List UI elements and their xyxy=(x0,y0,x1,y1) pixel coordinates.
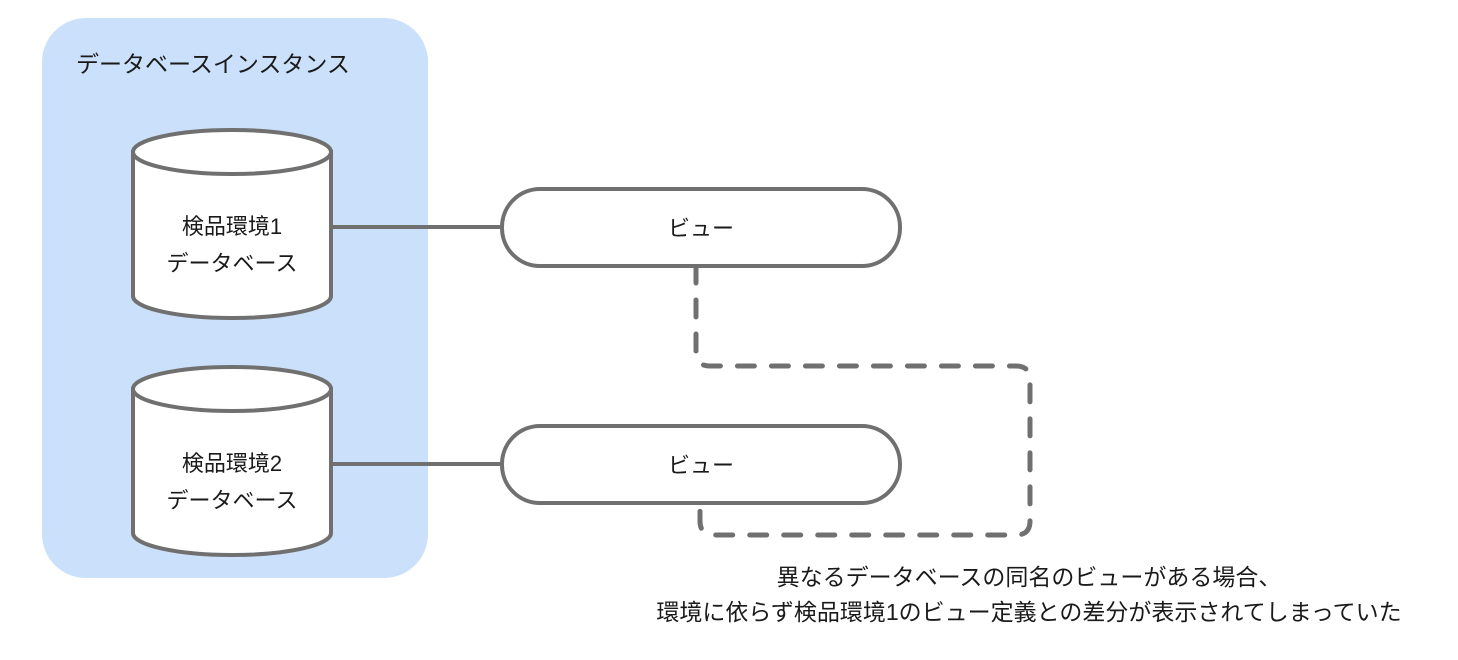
view-box-2-shape xyxy=(500,424,902,505)
cylinder-body-1 xyxy=(131,150,333,320)
cylinder-top-1 xyxy=(131,128,333,176)
cylinder-body-2 xyxy=(131,387,333,557)
dashed-connector-view1-view2 xyxy=(693,263,1033,538)
database-cylinder-2: 検品環境2 データベース xyxy=(131,365,333,557)
cylinder-label-2-line1: 検品環境2 xyxy=(182,451,282,476)
database-cylinder-1: 検品環境1 データベース xyxy=(131,128,333,320)
caption-line-1: 異なるデータベースの同名のビューがある場合、 xyxy=(777,564,1282,590)
view-box-1: ビュー xyxy=(500,187,902,268)
cylinder-top-2 xyxy=(131,365,333,413)
cylinder-label-1-line1: 検品環境1 xyxy=(182,214,282,239)
caption-line-2: 環境に依らず検品環境1のビュー定義との差分が表示されてしまっていた xyxy=(656,599,1401,625)
view-box-2: ビュー xyxy=(500,424,902,505)
cylinder-label-1-line2: データベース xyxy=(167,251,298,276)
view-box-2-label: ビュー xyxy=(668,453,734,478)
view-box-1-shape xyxy=(500,187,902,268)
view-box-1-label: ビュー xyxy=(668,216,734,241)
cylinder-label-2-line2: データベース xyxy=(167,488,298,513)
panel-title: データベースインスタンス xyxy=(76,51,350,77)
